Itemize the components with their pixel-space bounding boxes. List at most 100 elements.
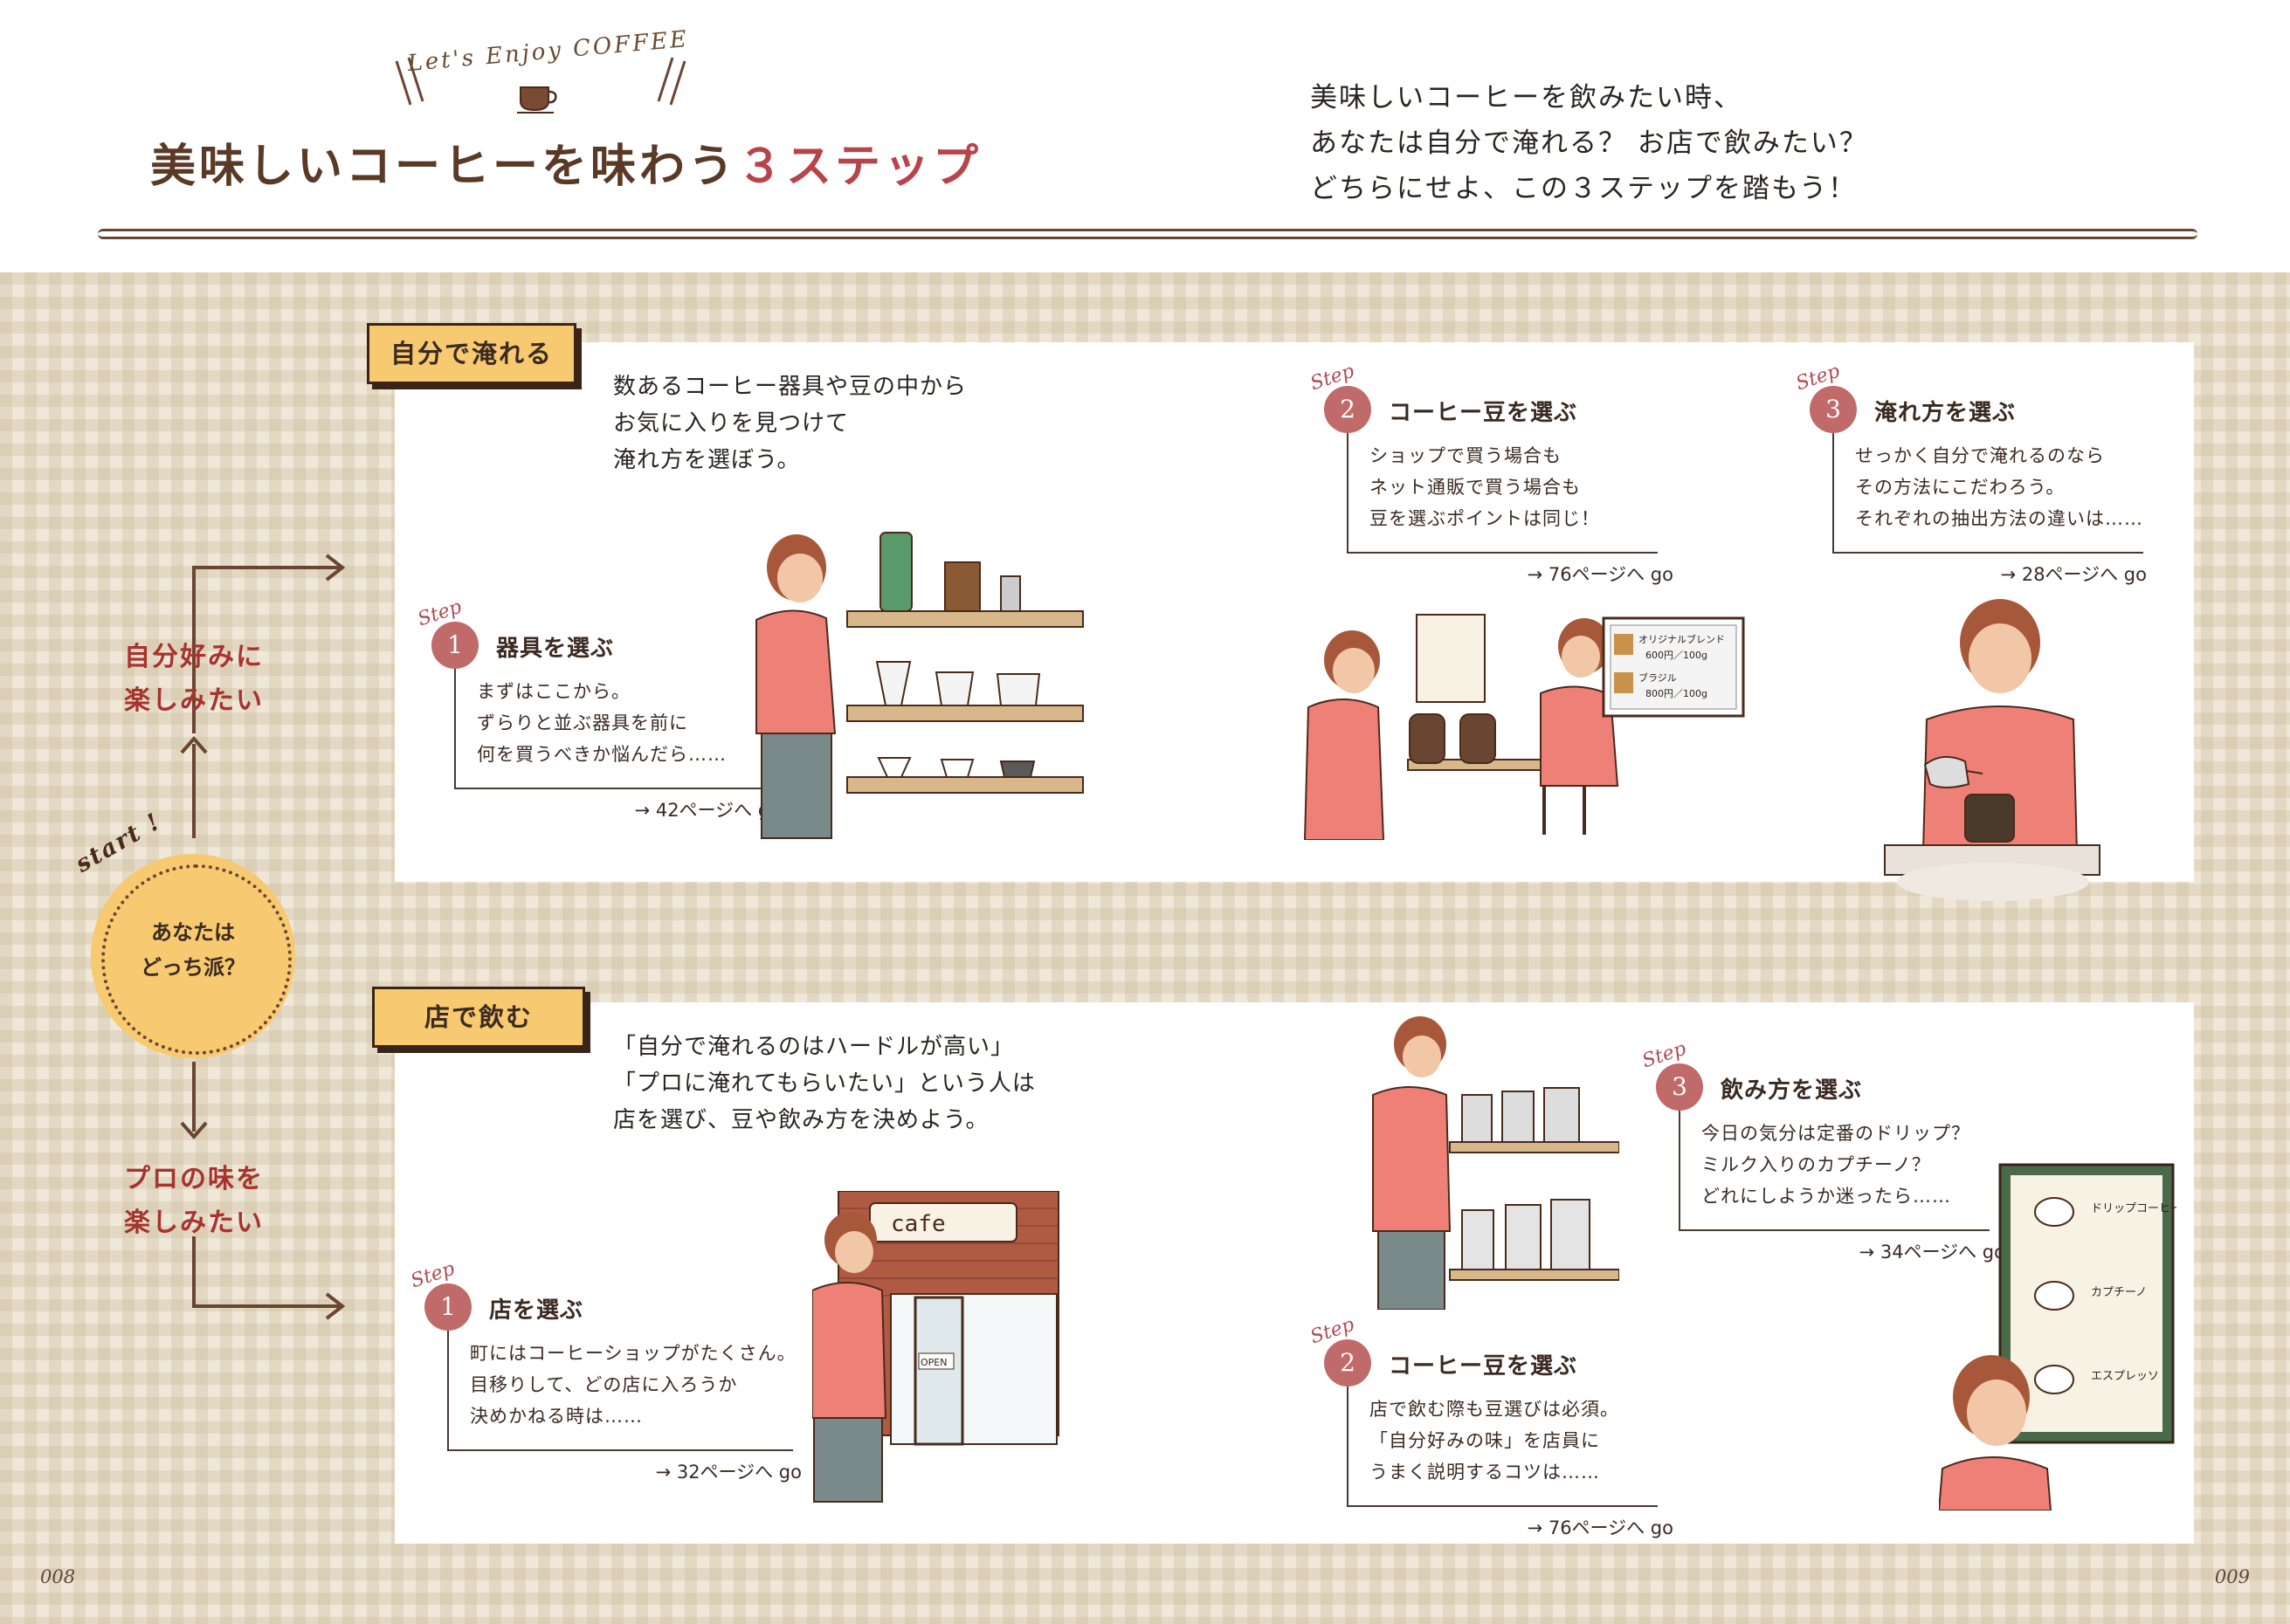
step-body: 町にはコーヒーショップがたくさん。 目移りして、どの店に入ろうか 決めかねる時は… [447,1331,796,1451]
intro-text: 美味しいコーヒーを飲みたい時、 あなたは自分で淹れる？ お店で飲みたい？ どちら… [1310,75,1868,211]
step-page-link[interactable]: → 34ページへ go [1859,1242,2005,1263]
step-body-line: うまく説明するコツは…… [1369,1462,1600,1483]
step-title: 店を選ぶ [489,1297,584,1324]
step-body-line: まずはここから。 [477,681,631,702]
lead-line: 店を選び、豆や飲み方を決めよう。 [613,1107,990,1133]
menu-item: エスプレッソ [2091,1370,2159,1383]
page-header: Let's Enjoy COFFEE 美味しいコーヒーを味わう３ステップ 美味し… [0,0,2290,272]
illustration-choosing-beans: オリジナルブレンド 600円／100g ブラジル 800円／100g [1303,614,1745,840]
brew-step-3: Step 3 淹れ方を選ぶ せっかく自分で淹れるのなら その方法にこだわろう。 … [1793,361,2147,604]
intro-line: どちらにせよ、この３ステップを踏もう！ [1310,173,1858,204]
step-title: コーヒー豆を選ぶ [1389,400,1578,426]
step-body-line: ミルク入りのカプチーノ？ [1701,1154,1931,1175]
step-body-line: 店で飲む際も豆選びは必須。 [1369,1399,1619,1420]
header-divider [98,229,2197,239]
lead-line: 淹れ方を選ぼう。 [613,447,801,473]
step-body-line: 豆を選ぶポイントは同じ！ [1369,508,1600,529]
step-body: 店で飲む際も豆選びは必須。 「自分好みの味」を店員に うまく説明するコツは…… [1347,1387,1658,1507]
step-body-line: 今日の気分は定番のドリップ？ [1701,1123,1970,1144]
brew-panel [395,342,2194,882]
step-body-line: 町にはコーヒーショップがたくさん。 [470,1343,797,1364]
step-body-line: ネット通販で買う場合も [1369,477,1581,498]
choice-line: 楽しみたい [124,685,264,716]
start-question: あなたは どっち派？ [91,915,295,985]
menu-item: ドリップコーヒー [2091,1202,2176,1215]
section-tab-brew: 自分で淹れる [367,323,576,384]
open-sign: OPEN [921,1357,947,1368]
page-number-right: 009 [2214,1566,2250,1587]
menu-item: カプチーノ [2091,1286,2147,1299]
step-title: 淹れ方を選ぶ [1874,400,2017,426]
step-body-line: どれにしようか迷ったら…… [1701,1186,1951,1207]
step-page-link[interactable]: → 76ページへ go [1527,564,1673,585]
step-body: 今日の気分は定番のドリップ？ ミルク入りのカプチーノ？ どれにしようか迷ったら…… [1679,1111,1990,1231]
illustration-menu-board: ドリップコーヒー カプチーノ エスプレッソ [1939,1163,2176,1510]
intro-line: 美味しいコーヒーを飲みたい時、 [1310,82,1742,114]
lead-line: 「自分で淹れるのはハードルが高い」 [613,1034,1015,1060]
choice-own-taste: 自分好みに 楽しみたい [105,636,283,723]
section-tab-shop: 店で飲む [372,987,585,1048]
choice-line: プロの味を [124,1164,264,1194]
shop-step-1: Step 1 店を選ぶ 町にはコーヒーショップがたくさん。 目移りして、どの店に… [408,1258,802,1502]
step-body: せっかく自分で淹れるのなら その方法にこだわろう。 それぞれの抽出方法の違いは…… [1832,433,2143,554]
step-number: 1 [424,1283,472,1331]
screen-item: オリジナルブレンド [1638,633,1725,645]
choice-line: 楽しみたい [124,1208,264,1238]
shop-step-3: Step 3 飲み方を選ぶ 今日の気分は定番のドリップ？ ミルク入りのカプチーノ… [1639,1038,2005,1282]
deco-lines-left [395,57,424,106]
step-number: 3 [1810,386,1857,433]
step-body-line: せっかく自分で淹れるのなら [1855,445,2105,466]
illustration-equipment-shelves [755,532,1084,839]
step-body-line: 「自分好みの味」を店員に [1369,1430,1600,1451]
step-body-line: 目移りして、どの店に入ろうか [470,1374,738,1395]
lead-line: 「プロに淹れてもらいたい」という人は [613,1070,1036,1097]
title-accent: ３ステップ [737,141,983,193]
step-body: まずはここから。 ずらりと並ぶ器具を前に 何を買うべきか悩んだら…… [454,669,765,789]
step-body: ショップで買う場合も ネット通販で買う場合も 豆を選ぶポイントは同じ！ [1347,433,1658,554]
illustration-cafe-front: cafe OPEN [812,1191,1059,1503]
step-body-line: ずらりと並ぶ器具を前に [477,712,688,733]
step-number: 3 [1656,1063,1703,1111]
title-main: 美味しいコーヒーを味わう [150,141,738,193]
step-body-line: 何を買うべきか悩んだら…… [477,744,727,765]
cafe-sign: cafe [891,1211,946,1237]
step-title: 器具を選ぶ [496,636,615,662]
step-page-link[interactable]: → 28ページへ go [2000,564,2147,585]
step-title: コーヒー豆を選ぶ [1389,1353,1578,1380]
brew-lead: 数あるコーヒー器具や豆の中から お気に入りを見つけて 淹れ方を選ぼう。 [613,368,967,478]
step-number: 2 [1324,386,1371,433]
choice-line: 自分好みに [124,642,264,672]
shop-step-2: Step 2 コーヒー豆を選ぶ 店で飲む際も豆選びは必須。 「自分好みの味」を店… [1307,1314,1673,1558]
brew-step-2: Step 2 コーヒー豆を選ぶ ショップで買う場合も ネット通販で買う場合も 豆… [1307,361,1673,604]
deco-lines-right [657,57,686,106]
coffee-cup-icon [517,86,557,114]
step-body-line: その方法にこだわろう。 [1855,477,2066,498]
illustration-bean-shelf [1372,1016,1619,1310]
step-page-link[interactable]: → 42ページへ go [634,800,781,821]
choice-pro-taste: プロの味を 楽しみたい [105,1158,283,1245]
illustration-pour-over [1884,599,2100,901]
lead-line: 数あるコーヒー器具や豆の中から [613,374,968,400]
step-number: 2 [1324,1339,1371,1387]
step-number: 1 [431,622,479,669]
shop-panel [395,1002,2194,1544]
flow-arrows [180,554,346,1320]
step-body-line: それぞれの抽出方法の違いは…… [1855,508,2143,529]
step-body-line: 決めかねる時は…… [470,1406,643,1427]
step-title: 飲み方を選ぶ [1721,1077,1863,1104]
lead-line: お気に入りを見つけて [613,410,850,437]
start-badge: あなたは どっち派？ [91,854,295,1058]
step-page-link[interactable]: → 76ページへ go [1527,1517,1673,1538]
brew-step-1: Step 1 器具を選ぶ まずはここから。 ずらりと並ぶ器具を前に 何を買うべき… [415,596,781,840]
page-title: 美味しいコーヒーを味わう３ステップ [150,129,982,195]
start-question-line: あなたは [151,920,235,945]
intro-line: あなたは自分で淹れる？ お店で飲みたい？ [1310,127,1868,159]
step-page-link[interactable]: → 32ページへ go [655,1462,802,1483]
page-number-left: 008 [40,1566,76,1587]
step-body-line: ショップで買う場合も [1369,445,1562,466]
start-question-line: どっち派？ [141,955,245,980]
screen-item: 600円／100g [1645,650,1707,661]
shop-lead: 「自分で淹れるのはハードルが高い」 「プロに淹れてもらいたい」という人は 店を選… [613,1029,1036,1139]
screen-item: ブラジル [1638,671,1677,684]
screen-item: 800円／100g [1645,688,1707,699]
